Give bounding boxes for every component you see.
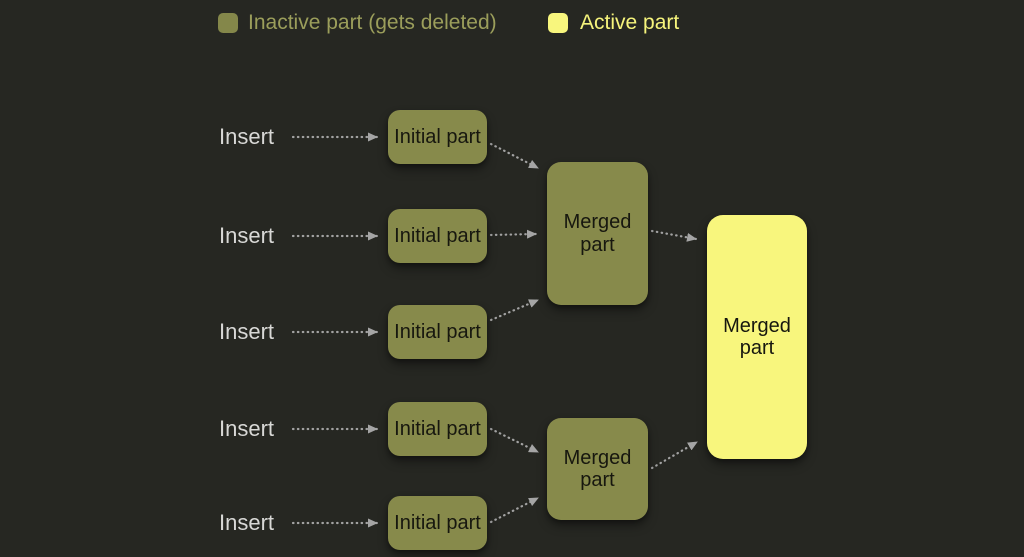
initial-part-node-1: Initial part xyxy=(388,110,487,164)
legend-inactive-label: Inactive part (gets deleted) xyxy=(248,11,497,34)
legend-active-swatch xyxy=(548,13,568,33)
arrow-initial4-to-merged-bottom xyxy=(489,427,540,454)
merged-part-node-top: Merged part xyxy=(547,162,648,305)
legend-active-label: Active part xyxy=(580,11,680,34)
insert-label-3: Insert xyxy=(219,319,275,344)
insert-label-2: Insert xyxy=(219,223,275,248)
arrow-initial3-to-merged-top xyxy=(489,298,540,322)
initial-part-node-5: Initial part xyxy=(388,496,487,550)
initial-part-node-2: Initial part xyxy=(388,209,487,263)
arrow-initial5-to-merged-bottom xyxy=(489,496,540,524)
merged-part-node-bottom: Merged part xyxy=(547,418,648,520)
initial-part-node-3: Initial part xyxy=(388,305,487,359)
initial-part-node-4: Initial part xyxy=(388,402,487,456)
arrow-merged-top-to-final xyxy=(650,229,698,242)
insert-label-5: Insert xyxy=(219,510,275,535)
arrow-initial1-to-merged-top xyxy=(489,142,540,170)
merged-part-node-final-active: Merged part xyxy=(707,215,807,459)
legend-inactive-swatch xyxy=(218,13,238,33)
insert-label-4: Insert xyxy=(219,416,275,441)
arrow-initial2-to-merged-top xyxy=(489,229,538,239)
insert-label-1: Insert xyxy=(219,124,275,149)
arrow-merged-bottom-to-final xyxy=(650,440,699,470)
